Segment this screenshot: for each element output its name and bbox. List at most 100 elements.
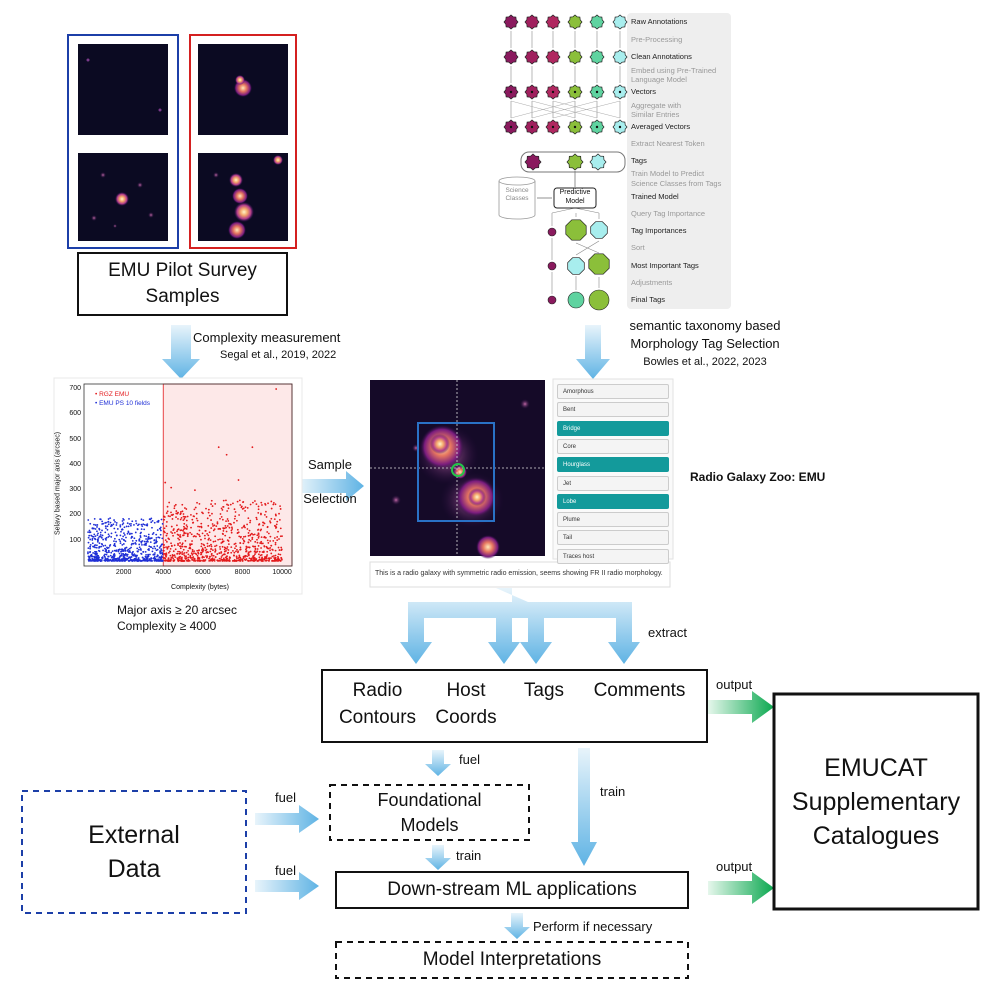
emu-point <box>113 519 115 521</box>
emu-point <box>99 531 102 534</box>
emu-point <box>139 548 142 550</box>
emu-point <box>148 518 151 521</box>
emu-point <box>141 540 144 542</box>
rgz-tag-button[interactable]: Traces host <box>557 548 669 564</box>
rgz-tag-button[interactable]: Hourglass <box>557 457 669 473</box>
emu-point <box>97 554 100 557</box>
emu-point <box>121 543 124 546</box>
rgz-point <box>196 549 199 552</box>
rgz-point <box>212 554 215 557</box>
emu-point <box>121 520 124 522</box>
rgz-point <box>254 547 257 550</box>
predictive-model-label: Predictive Model <box>554 189 596 206</box>
emu-point <box>106 525 109 528</box>
rgz-point <box>172 554 174 557</box>
rgz-point <box>221 538 224 541</box>
emu-point <box>97 532 99 535</box>
rgz-point <box>184 545 186 548</box>
rgz-point <box>251 536 254 539</box>
rgz-point <box>244 526 246 529</box>
rgz-point <box>271 555 274 558</box>
rgz-tag-button[interactable]: Plume <box>557 512 669 528</box>
emu-point <box>93 517 96 520</box>
rgz-point <box>202 543 205 546</box>
emu-point <box>158 527 161 530</box>
emu-point <box>107 518 110 520</box>
rgz-point <box>251 446 254 449</box>
rgz-point <box>228 522 231 525</box>
rgz-point <box>207 524 210 527</box>
rgz-point <box>177 542 179 545</box>
rgz-point <box>238 555 241 558</box>
rgz-tag-button[interactable]: Bent <box>557 402 669 418</box>
rgz-point <box>180 557 182 560</box>
rgz-point <box>256 560 259 562</box>
rgz-point <box>269 549 271 552</box>
rgz-tag-button[interactable]: Lobe <box>557 493 669 509</box>
rgz-point <box>277 546 280 549</box>
foundational-label: Foundational Models <box>332 787 527 838</box>
emu-point <box>113 549 116 552</box>
rgz-point <box>193 557 196 560</box>
x-tick-label: 6000 <box>195 569 211 576</box>
rgz-point <box>176 557 179 560</box>
rgz-point <box>173 505 176 507</box>
rgz-point <box>246 528 249 530</box>
rgz-tag-button[interactable]: Amorphous <box>557 384 669 399</box>
emu-point <box>87 547 90 550</box>
rgz-point <box>177 528 180 531</box>
emu-point <box>145 538 147 540</box>
rgz-point <box>217 446 220 449</box>
emu-point <box>131 560 133 562</box>
emu-point <box>140 523 143 526</box>
rgz-point <box>210 552 213 555</box>
rgz-point <box>212 540 215 543</box>
rgz-point <box>174 556 177 559</box>
emu-point <box>119 540 122 543</box>
emu-point <box>109 558 112 561</box>
rgz-point <box>201 532 204 535</box>
rgz-point <box>274 554 277 557</box>
rgz-point <box>258 523 260 526</box>
rgz-point <box>239 536 242 539</box>
embedding-shape <box>589 14 605 30</box>
rgz-point <box>181 510 184 513</box>
vector-dot <box>618 90 622 94</box>
rgz-tag-button[interactable]: Tail <box>557 530 669 546</box>
rgz-tag-button[interactable]: Core <box>557 438 669 454</box>
rgz-point <box>191 548 194 551</box>
rgz-point <box>210 548 213 550</box>
rgz-point <box>165 521 168 523</box>
rgz-point <box>256 548 259 550</box>
rgz-point <box>218 557 221 560</box>
rgz-point <box>279 505 281 508</box>
rgz-point <box>164 481 167 484</box>
emu-point <box>110 556 113 559</box>
rgz-point <box>257 553 260 556</box>
emu-point <box>96 530 98 533</box>
emu-point <box>136 550 139 553</box>
output-label-1: output <box>716 677 753 692</box>
rgz-point <box>277 559 280 562</box>
rgz-point <box>209 550 212 553</box>
emu-point <box>90 559 93 562</box>
emu-point <box>151 533 154 536</box>
emucat-box <box>772 692 980 911</box>
emu-point <box>99 535 102 538</box>
emu-point <box>121 558 124 561</box>
rgz-point <box>235 545 237 547</box>
emu-point <box>132 554 135 557</box>
rgz-tag-button[interactable]: Bridge <box>557 420 669 436</box>
emu-point <box>126 550 129 552</box>
pipeline-step-label: Adjustments <box>631 278 673 287</box>
emu-point <box>105 536 108 539</box>
rgz-point <box>184 539 187 542</box>
rgz-point <box>252 555 255 558</box>
vector-dot <box>551 90 555 94</box>
emu-point <box>107 523 110 526</box>
rgz-point <box>242 539 245 542</box>
emu-point <box>128 533 131 536</box>
rgz-point <box>264 536 267 539</box>
rgz-point <box>191 553 194 556</box>
rgz-tag-button[interactable]: Jet <box>557 475 669 491</box>
